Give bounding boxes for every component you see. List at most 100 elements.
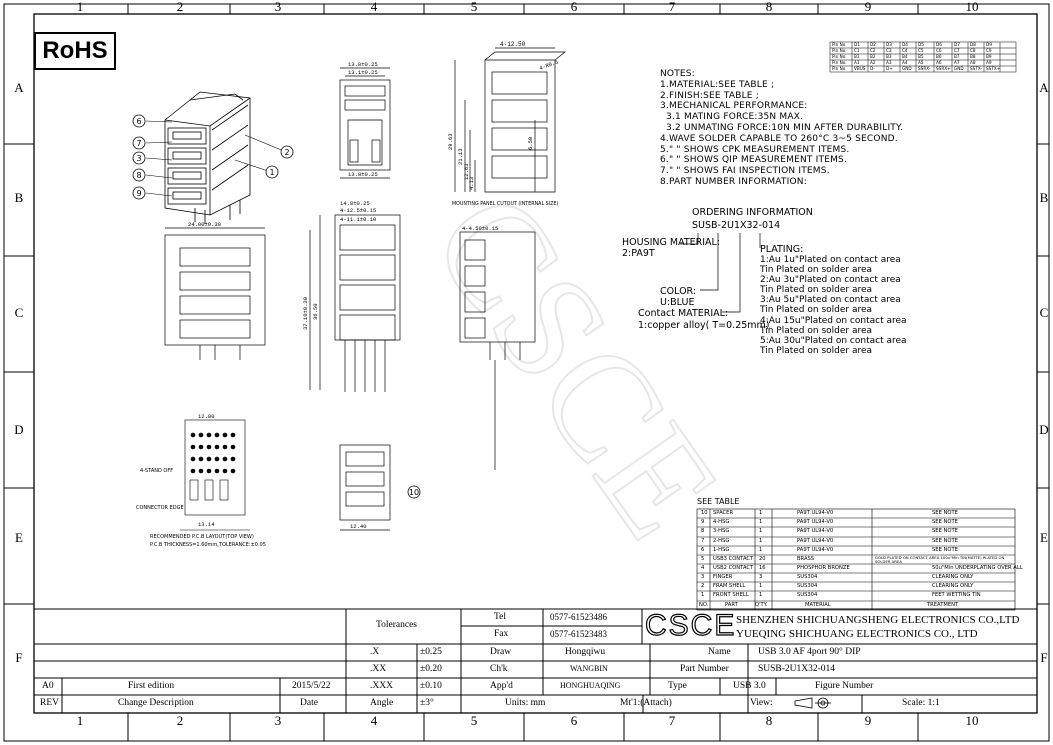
rev-header: REV (40, 698, 59, 708)
see-table-cell: 1 (759, 547, 763, 553)
tol-xxx-val: ±0.10 (420, 681, 442, 691)
see-table-cell: PA9T UL94-V0 (797, 519, 834, 525)
side-view (164, 227, 266, 360)
right-dim: 4-4.50±0.15 (462, 225, 498, 232)
rev-date-header: Date (300, 698, 318, 708)
see-table-cell: 1 (759, 592, 763, 598)
see-table-cell: 20 (759, 556, 766, 562)
tol-angle-val: ±3° (420, 698, 434, 708)
inner-frame (33, 13, 1038, 714)
row-label-b: B (14, 190, 24, 205)
see-table-cell: 4-HSG (713, 519, 730, 525)
col-label-4: 4 (370, 0, 378, 14)
pin-cell: Pin No. (832, 42, 847, 47)
rohs-badge: RoHS (34, 32, 116, 70)
col-label-8: 8 (765, 0, 773, 14)
callout-7 (132, 136, 146, 150)
ordering-title: ORDERING INFORMATION (692, 207, 813, 218)
notes-line: 1.MATERIAL:SEE TABLE ; (660, 79, 775, 90)
tol-x-val: ±0.25 (420, 647, 442, 657)
see-table-cell: 1 (759, 538, 763, 544)
pin-cell: SSRX+ (936, 66, 951, 71)
panel-caption: MOUNTING PANEL CUTOUT (INTERNAL SIZE) (452, 201, 558, 207)
col-label-6: 6 (570, 0, 578, 14)
col-label-3: 3 (274, 0, 282, 14)
part-number-value: SUSB-2U1X32-014 (758, 664, 836, 674)
pcb-note: P.C.B THICKNESS=1.60mm,TOLERANCE:±0.05 (150, 542, 266, 548)
see-table-cell: USB3 CONTACT (713, 556, 754, 562)
draw-value: Hongqiwu (565, 647, 606, 657)
callout-2 (280, 145, 294, 159)
housing-label: HOUSING MATERIAL: (622, 237, 721, 248)
see-table-cell: 9 (701, 519, 705, 525)
pin-cell: A1 (854, 60, 860, 65)
see-table-header: Q'TY. (755, 602, 768, 608)
see-table-cell: 1 (759, 510, 763, 516)
tol-x: .X (370, 647, 380, 657)
notes-line: 3.2 UNMATING FORCE:10N MIN AFTER DURABIL… (666, 122, 903, 133)
top-dim-1: 13.8±0.25 (348, 61, 378, 68)
col-label-7-bottom: 7 (668, 713, 676, 728)
plating-line: Tin Plated on solder area (760, 325, 873, 336)
callout-8-label: 8 (136, 171, 141, 180)
see-table-cell: PA9T UL94-V0 (797, 528, 834, 534)
row-label-b-right: B (1039, 190, 1049, 205)
callout-3 (132, 151, 146, 165)
pin-cell: B1 (854, 54, 860, 59)
pcb-dim-1: 12.80 (198, 413, 215, 420)
row-label-d: D (14, 422, 24, 437)
pin-cell: D5 (918, 42, 924, 47)
scale-label: Scale: 1:1 (902, 698, 940, 708)
pin-cell: C3 (886, 48, 892, 53)
see-table-cell: 1-HSG (713, 547, 730, 553)
see-table-cell: 8 (701, 528, 705, 534)
see-table-cell: SUS304 (797, 583, 818, 589)
pin-cell: A7 (954, 60, 960, 65)
see-table-cell: SEE NOTE (932, 547, 958, 553)
view-label: View: (750, 698, 773, 708)
callout-6-label: 6 (136, 117, 141, 126)
see-table-header: TREATMENT (927, 602, 959, 608)
plating-line: Tin Plated on solder area (760, 285, 873, 296)
company-name-1: SHENZHEN SHICHUANGSHENG ELECTRONICS CO.,… (736, 614, 1020, 626)
pin-cell: Pin No. (832, 54, 847, 59)
top-view (339, 67, 391, 179)
see-table-cell: 50u"Min UNDERPLATING OVER ALL (932, 565, 1023, 571)
callout-6 (132, 114, 146, 128)
housing-value: 2:PA9T (622, 248, 655, 259)
chk-value: WANGBIN (570, 664, 608, 673)
pin-cell: A4 (902, 60, 908, 65)
pin-cell: Pin No. (832, 66, 847, 71)
notes-block: NOTES: 1.MATERIAL:SEE TABLE ; 2.FINISH:S… (660, 69, 903, 188)
plating-line: 1:Au 1u"Plated on contact area (760, 255, 901, 265)
see-table-cell: 10 (701, 510, 708, 516)
contact-label: Contact MATERIAL: (638, 308, 729, 319)
pin-cell: B2 (870, 54, 876, 59)
see-table-cell: SEE NOTE (932, 528, 958, 534)
front-view (309, 214, 401, 392)
col-label-2: 2 (176, 0, 184, 14)
pin-cell: B3 (886, 54, 892, 59)
col-label-9: 9 (864, 0, 872, 14)
col-label-2-bottom: 2 (176, 713, 184, 728)
pin-cell: C7 (954, 48, 960, 53)
see-table-cell: FRONT SHELL (713, 592, 749, 598)
pin-cell: SSTX- (970, 66, 983, 71)
chk-label: Ch'k (490, 664, 508, 674)
color-label: COLOR: (660, 286, 697, 297)
pcb-dim-2: 13.14 (198, 521, 215, 528)
pin-cell: A9 (986, 60, 992, 65)
see-table-header: MATERIAL (805, 602, 831, 608)
pin-cell: Pin No. (832, 48, 847, 53)
notes-line: 6." " SHOWS QIP MEASUREMENT ITEMS. (660, 155, 848, 166)
stand-off-label: 4-STAND OFF (140, 468, 173, 474)
front-h2: 36.50 (312, 303, 319, 320)
col-label-8-bottom: 8 (765, 713, 773, 728)
see-table-cell: 3 (759, 574, 763, 580)
plating-line: Tin Plated on solder area (760, 305, 873, 316)
pin-cell: C1 (854, 48, 860, 53)
pin-cell: D7 (954, 42, 960, 47)
pin-cell: B9 (986, 54, 992, 59)
panel-h3: 12.63 (463, 163, 470, 180)
see-table-title: SEE TABLE (697, 497, 740, 506)
